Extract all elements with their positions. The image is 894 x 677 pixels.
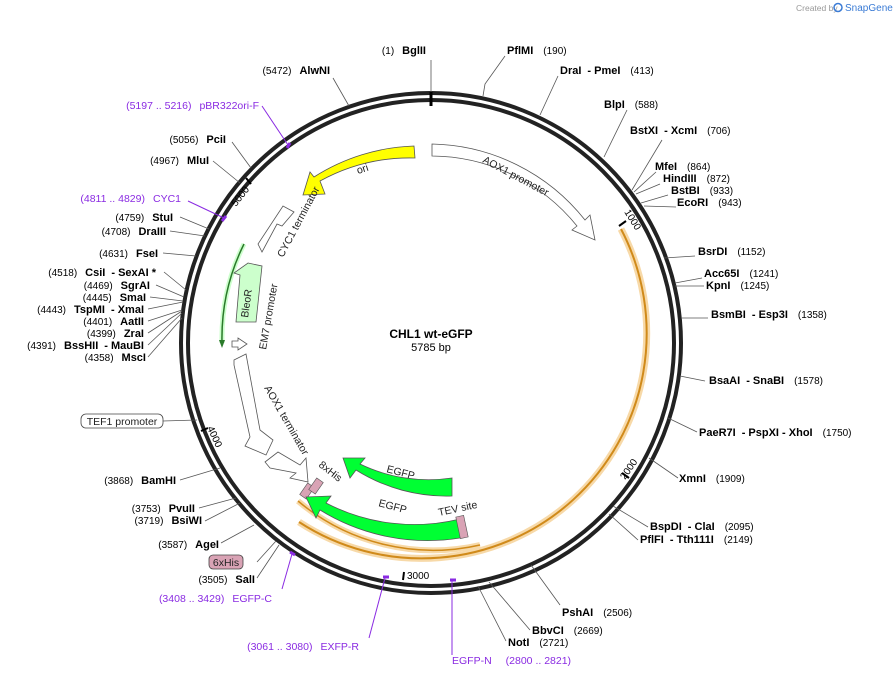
site-msci: (4358)MscI — [85, 352, 146, 364]
watermark-brand: SnapGene — [845, 3, 893, 14]
site-pvuii: (3753)PvuII — [132, 503, 195, 515]
aox1-promoter-feature — [431, 143, 596, 241]
site-fsei: (4631)FseI — [99, 248, 158, 260]
bleor-orf-arrowhead — [219, 340, 225, 348]
site-bamhi: (3868)BamHI — [104, 475, 176, 487]
site-bstxi-xcmi: BstXI- XcmI(706) — [630, 125, 731, 137]
site-kpni: KpnI(1245) — [706, 280, 769, 292]
site-pshai: PshAI(2506) — [562, 607, 632, 619]
site-stui: (4759)StuI — [115, 212, 173, 224]
snapgene-logo-icon — [833, 2, 843, 13]
tef1-promoter-tag: TEF1 promoter — [80, 413, 164, 429]
svg-text:3000: 3000 — [407, 571, 430, 582]
site-bspdi-clai: BspDI- ClaI(2095) — [650, 521, 754, 533]
site-mfei: MfeI(864) — [655, 161, 710, 173]
site-acc65i: Acc65I(1241) — [704, 268, 778, 280]
site-bsmbi-esp3i: BsmBI- Esp3I(1358) — [711, 309, 827, 321]
site-bsaai-snabi: BsaAI- SnaBI(1578) — [709, 375, 823, 387]
primer-cyc1: (4811 .. 4829)CYC1 — [80, 193, 181, 205]
site-smai: (4445)SmaI — [83, 292, 146, 304]
site-blpi: BlpI(588) — [604, 99, 658, 111]
site-draiii: (4708)DraIII — [102, 226, 166, 238]
site-sali: (3505)SalI — [199, 574, 255, 586]
site-bglii: (1)BglII — [382, 45, 426, 57]
site-drai-pmei: DraI- PmeI(413) — [560, 65, 654, 77]
primer-egfp-c: (3408 .. 3429)EGFP-C — [159, 593, 272, 605]
ori-feature — [302, 145, 416, 196]
em7-promoter-label: EM7 promoter — [257, 282, 280, 350]
watermark-created-by: Created by — [796, 3, 838, 13]
site-bbvci: BbvCI(2669) — [532, 625, 603, 637]
site-agei: (3587)AgeI — [158, 539, 219, 551]
leader-lines-left — [147, 60, 432, 579]
plasmid-size: 5785 bp — [411, 342, 451, 354]
site-bsrdi: BsrDI(1152) — [698, 246, 766, 258]
site-tspmi-xmai: (4443)TspMI- XmaI — [37, 304, 144, 316]
orf-arc — [298, 228, 648, 560]
site-paer7i-pspxi-xhoi: PaeR7I- PspXI - XhoI(1750) — [699, 427, 852, 439]
site-xmni: XmnI(1909) — [679, 473, 745, 485]
aox1-promoter-label: AOX1 promoter — [481, 154, 551, 199]
site-csii-sexai: (4518)CsiI- SexAI * — [48, 267, 156, 279]
bleor-orf-line — [221, 243, 245, 344]
site-mlui: (4967)MluI — [150, 155, 209, 167]
site-bsshii-maubi: (4391)BssHII- MauBI — [27, 340, 144, 352]
site-hindiii: HindIII(872) — [663, 173, 730, 185]
site-noti: NotI(2721) — [508, 637, 568, 649]
site-pflfi-tth111i: PflFI- Tth111I(2149) — [640, 534, 753, 546]
primer-egfp-n: EGFP-N(2800 .. 2821) — [452, 655, 571, 667]
cyc1-terminator-feature — [257, 205, 295, 253]
site-pcii: (5056)PciI — [170, 134, 226, 146]
tick-3000: 3000 — [402, 571, 430, 582]
tev-site-feature — [455, 515, 469, 539]
site-aatii: (4401)AatII — [83, 316, 144, 328]
bleor-feature — [233, 262, 263, 323]
primer-exfp-r: (3061 .. 3080)EXFP-R — [247, 641, 359, 653]
svg-text:6xHis: 6xHis — [213, 557, 239, 569]
ori-label: ori — [355, 162, 370, 177]
site-zrai: (4399)ZraI — [87, 328, 144, 340]
leader-lines-right — [477, 55, 708, 642]
his6-tag: 6xHis — [208, 554, 244, 570]
egfp-feature-1 — [342, 457, 453, 497]
site-alwni: (5472)AlwNI — [263, 65, 330, 77]
egfp-label-2: EGFP — [377, 497, 408, 516]
primer-pbr322ori-f: (5197 .. 5216)pBR322ori-F — [126, 100, 259, 112]
site-pflmi: PflMI(190) — [507, 45, 567, 57]
svg-text:TEF1 promoter: TEF1 promoter — [87, 416, 158, 428]
tev-site-label: TEV site — [437, 499, 478, 519]
bleor-label: BleoR — [239, 288, 255, 318]
his8-feature-b — [308, 477, 324, 495]
site-ecori: EcoRI(943) — [677, 197, 742, 209]
plasmid-name: CHL1 wt-eGFP — [389, 327, 472, 341]
site-bstbi: BstBI(933) — [671, 185, 733, 197]
site-bsiwi: (3719)BsiWI — [135, 515, 202, 527]
site-sgrai: (4469)SgrAI — [84, 280, 150, 292]
aox1-terminator-feature-a — [233, 353, 274, 456]
egfp-orf-arc — [297, 500, 481, 552]
egfp-feature-2 — [305, 495, 461, 541]
em7-promoter-feature — [231, 337, 248, 351]
primer-markers — [187, 105, 456, 655]
aox1-terminator-feature-b — [264, 451, 309, 483]
